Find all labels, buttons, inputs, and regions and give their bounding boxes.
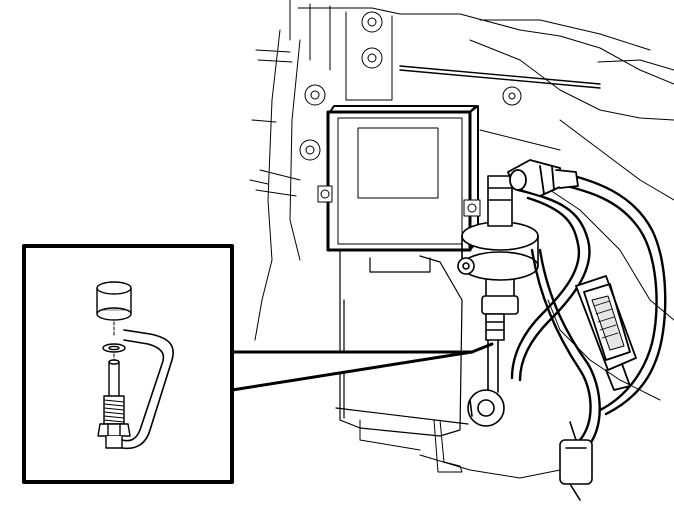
o-ring-part xyxy=(102,343,126,353)
plug-connector xyxy=(559,421,593,501)
hose-loop xyxy=(510,168,667,446)
drain-valve xyxy=(467,389,505,427)
electrical-connector-lower xyxy=(575,275,637,391)
inset-detail xyxy=(22,244,234,484)
cap-part xyxy=(96,281,132,321)
mount-bolt xyxy=(317,185,481,217)
lower-housing xyxy=(335,239,469,437)
engine-bracket xyxy=(249,0,674,479)
actuator-pump xyxy=(457,175,539,393)
tube-loop-part xyxy=(121,329,174,450)
electrical-connector-upper xyxy=(507,159,579,197)
threaded-fitting-part xyxy=(97,359,131,449)
leader-line xyxy=(230,342,494,392)
control-module xyxy=(317,105,481,252)
